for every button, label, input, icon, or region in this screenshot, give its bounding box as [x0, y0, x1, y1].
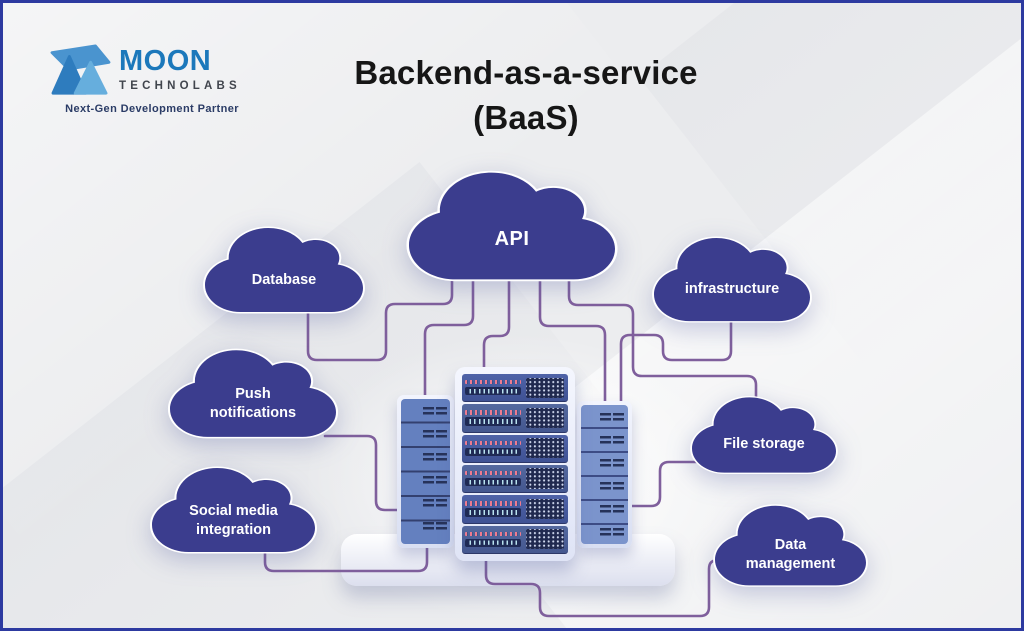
- server-unit: [462, 374, 568, 403]
- cloud-api-label: API: [494, 228, 530, 251]
- port-panel: [526, 468, 564, 489]
- rack-vents: [422, 399, 434, 544]
- cloud-social-media-integration-label: Social media integration: [189, 502, 278, 538]
- server-rack-left: [397, 395, 454, 548]
- cloud-file-storage-label: File storage: [723, 435, 805, 452]
- led-row: [465, 379, 522, 385]
- cloud-data-management-label: Data management: [745, 537, 836, 573]
- moon-technolabs-logo-icon: [50, 44, 111, 95]
- logo-brand: MOON: [119, 45, 212, 77]
- logo-tagline: Next-Gen Development Partner: [65, 103, 239, 115]
- server-unit: [462, 404, 568, 433]
- server-rack-main: [455, 367, 575, 561]
- port-panel: [526, 407, 564, 429]
- cloud-database: Database: [203, 222, 365, 318]
- port-panel: [526, 377, 564, 398]
- cloud-database-label: Database: [251, 271, 317, 288]
- cloud-infrastructure: infrastructure: [652, 232, 812, 327]
- vent-slot: [465, 508, 522, 517]
- server-unit: [462, 464, 568, 494]
- logo-text: MOON TECHNOLABS: [119, 43, 241, 93]
- vent-slot: [465, 447, 522, 457]
- led-row: [465, 410, 522, 415]
- server-unit-front: [462, 435, 524, 462]
- led-row: [465, 440, 522, 446]
- port-panel: [526, 529, 564, 550]
- title-line-1: Backend-as-a-service: [354, 54, 698, 91]
- cloud-infrastructure-label: infrastructure: [684, 281, 780, 298]
- server-rack-right-face: [581, 405, 628, 544]
- cloud-push-notifications-label: Push notifications: [209, 386, 297, 422]
- vent-slot: [465, 538, 522, 548]
- logo: MOON TECHNOLABS Next-Gen Development Par…: [49, 43, 259, 115]
- led-row: [465, 501, 522, 506]
- rack-vents: [436, 399, 448, 544]
- vent-slot: [465, 386, 522, 396]
- vent-slot: [465, 477, 522, 487]
- server-unit-front: [462, 374, 524, 401]
- page-title: Backend-as-a-service (BaaS): [296, 51, 756, 140]
- cloud-push-notifications: Push notifications: [170, 344, 336, 443]
- logo-subtitle: TECHNOLABS: [119, 80, 241, 92]
- port-panel: [526, 498, 564, 520]
- rack-vents: [599, 405, 611, 544]
- cloud-file-storage: File storage: [690, 392, 838, 478]
- wire-api-to-main-rack: [482, 273, 511, 375]
- server-unit-front: [462, 404, 524, 431]
- server-rack-right: [577, 401, 632, 548]
- cloud-social-media-integration: Social media integration: [152, 462, 315, 558]
- led-row: [465, 531, 522, 537]
- server-unit: [462, 525, 568, 554]
- title-line-2: (BaaS): [473, 98, 579, 136]
- server-unit: [462, 495, 568, 524]
- cloud-data-management: Data management: [713, 500, 868, 591]
- server-rack-left-face: [401, 399, 450, 544]
- rack-vents: [612, 405, 624, 544]
- server-unit: [462, 434, 568, 463]
- wire-social-to-left-rack: [263, 541, 429, 573]
- server-unit-front: [462, 495, 524, 522]
- server-unit-front: [462, 526, 524, 553]
- led-row: [465, 470, 522, 476]
- wire-push-to-left-rack: [323, 434, 403, 512]
- wire-main-rack-to-data-management: [484, 551, 729, 618]
- cloud-api: API: [409, 165, 615, 287]
- port-panel: [526, 438, 564, 459]
- vent-slot: [465, 417, 522, 426]
- server-unit-front: [462, 465, 524, 492]
